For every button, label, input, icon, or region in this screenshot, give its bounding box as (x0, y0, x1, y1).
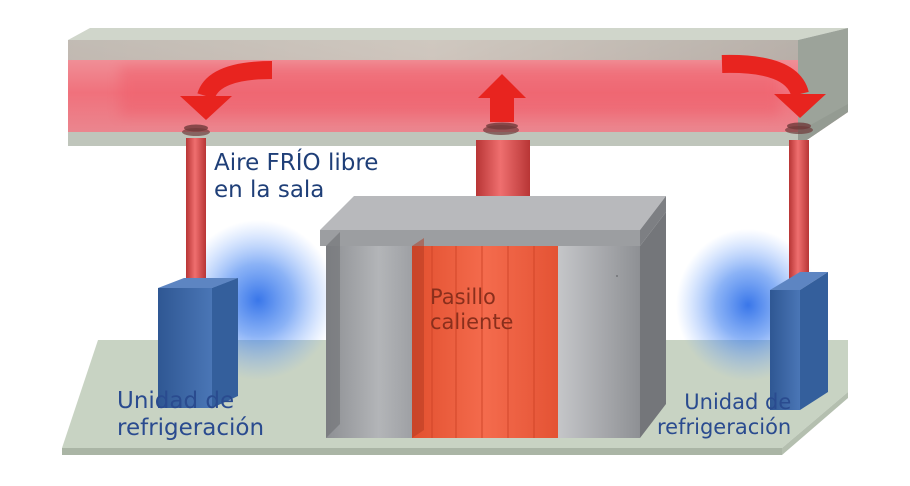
cold-air-label-line-1: Aire FRÍO libre (214, 150, 379, 176)
cold-air-label-line-2: en la sala (214, 177, 325, 204)
hot-aisle (412, 238, 558, 438)
cooling-unit-right (770, 272, 828, 410)
hot-aisle-label-line-2: caliente (430, 309, 514, 334)
arrow-down-left-icon (180, 61, 273, 132)
cooling-unit-right-label-line-1: Unidad de (684, 390, 792, 414)
hot-aisle-label: Pasillo caliente (430, 285, 513, 335)
cooling-unit-left-label-line-1: Unidad de (117, 388, 235, 414)
cooling-unit-left-label-line-2: refrigeración (117, 415, 265, 442)
arrow-up-icon (478, 74, 526, 130)
hot-aisle-label-line-1: Pasillo (430, 285, 496, 309)
rack-enclosure (320, 196, 666, 438)
arrow-down-right-icon (721, 54, 826, 130)
cold-air-label: Aire FRÍO libre en la sala (214, 150, 378, 204)
cooling-unit-left (158, 278, 238, 408)
ceiling-plenum (68, 28, 848, 146)
cooling-unit-left-label: Unidad de refrigeración (117, 388, 264, 442)
return-duct-right (785, 126, 813, 280)
return-duct-left (182, 128, 210, 288)
cooling-unit-right-label-line-2: refrigeración (657, 414, 792, 439)
cooling-unit-right-label: Unidad de refrigeración (657, 390, 791, 440)
